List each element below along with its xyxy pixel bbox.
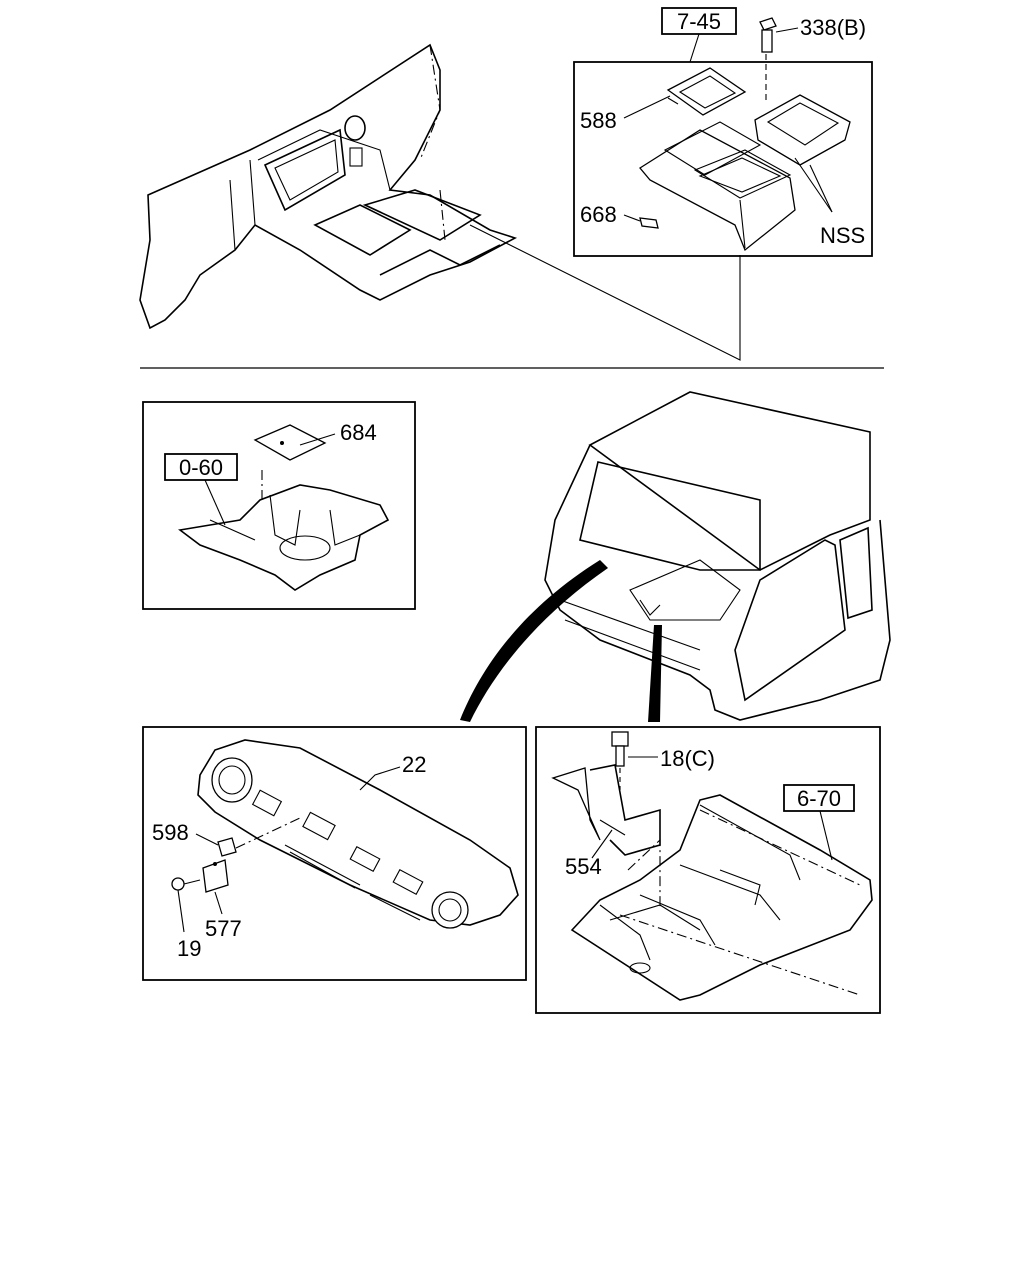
leader-console-to-detail [469, 224, 741, 361]
label-668: 668 [580, 202, 617, 227]
floor-panel [570, 794, 873, 1001]
label-588: 588 [580, 108, 617, 133]
bolt-18c: 18(C) [611, 731, 715, 790]
ref-tag-6-70: 6-70 [783, 784, 855, 861]
detail-box-console [573, 61, 873, 257]
label-338b: 338(B) [800, 15, 866, 40]
console-body [639, 121, 796, 252]
ref-label-6-70: 6-70 [797, 786, 841, 811]
screw-19: 19 [171, 877, 201, 961]
bracket-554: 554 [551, 764, 661, 910]
shift-boot-ring: NSS [754, 94, 865, 248]
bracket-577: 577 [202, 859, 242, 941]
floor-bracket-assembly: 684 [178, 420, 390, 591]
label-598: 598 [152, 820, 189, 845]
label-19: 19 [177, 936, 201, 961]
cover-588: 588 [580, 67, 747, 133]
clip-668: 668 [580, 202, 659, 229]
label-18c: 18(C) [660, 746, 715, 771]
detail-box-floor-bracket [142, 401, 416, 610]
bolt-338b: 338(B) [759, 15, 866, 100]
label-554: 554 [565, 854, 602, 879]
detail-box-dashboard [142, 726, 527, 981]
ref-tag-0-60: 0-60 [164, 453, 238, 526]
ref-tag-7-45: 7-45 [661, 7, 737, 63]
dashboard-console-illustration [139, 43, 518, 330]
ref-label-0-60: 0-60 [179, 455, 223, 480]
label-684: 684 [340, 420, 377, 445]
ref-label-7-45: 7-45 [677, 9, 721, 34]
part-598: 598 [152, 817, 301, 857]
pointer-to-floor [648, 625, 662, 722]
label-22: 22 [402, 752, 426, 777]
cab-illustration [544, 391, 891, 721]
dashboard-panel: 22 [197, 739, 519, 929]
pointer-to-dashboard [460, 560, 608, 722]
label-nss: NSS [820, 223, 865, 248]
detail-box-floor [535, 726, 881, 1014]
label-577: 577 [205, 916, 242, 941]
